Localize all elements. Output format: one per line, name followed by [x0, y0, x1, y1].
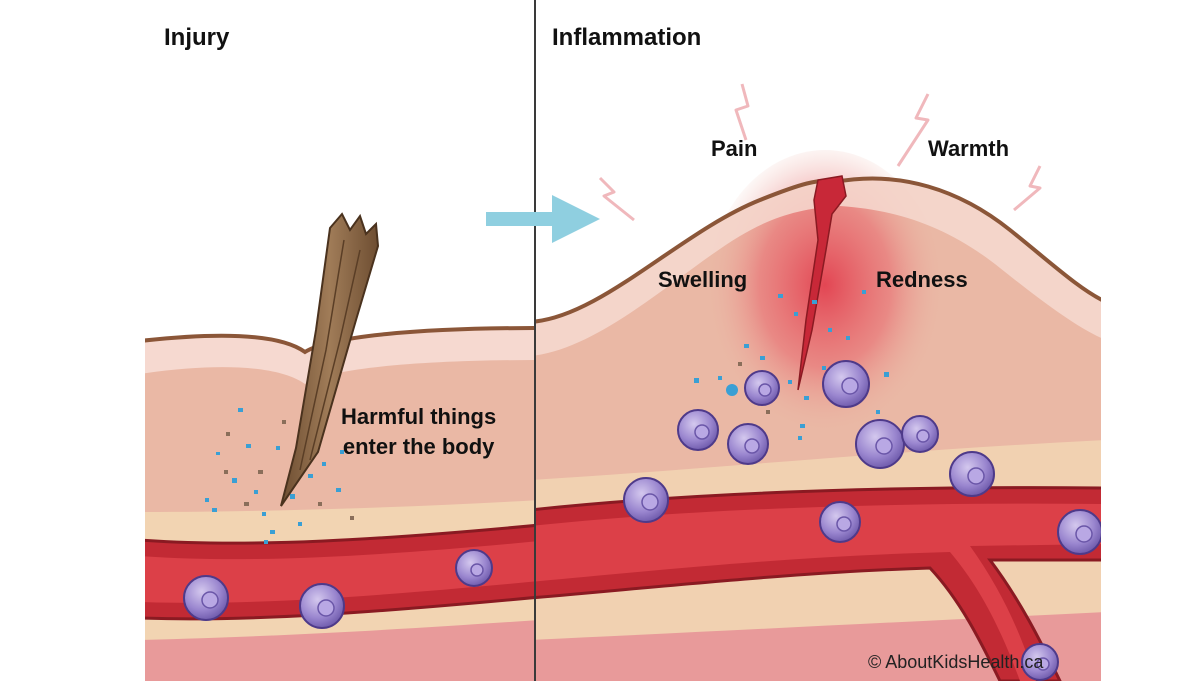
- lightning-icon: [1013, 165, 1042, 212]
- vessel-lumen-right: [535, 503, 1101, 681]
- symptom-warmth: Warmth: [928, 136, 1010, 161]
- immune-cell: [1021, 643, 1059, 681]
- deep-tissue-right: [535, 612, 1101, 681]
- copyright-credit: © AboutKidsHealth.ca: [868, 652, 1044, 672]
- immune-cell: [299, 583, 345, 629]
- immune-cell: [455, 549, 493, 587]
- immune-cell: [623, 477, 669, 523]
- harmful-particles: [694, 290, 889, 440]
- immune-cell: [677, 409, 719, 451]
- immune-cell: [744, 370, 780, 406]
- skin-surface-left: [145, 326, 534, 355]
- immune-cell: [1057, 509, 1101, 555]
- splinter: [280, 212, 380, 507]
- injury-caption: Harmful things enter the body: [341, 402, 496, 462]
- harmful-particles: [205, 408, 354, 544]
- left-margin: [0, 0, 145, 681]
- inflammation-title: Inflammation: [552, 24, 702, 51]
- lightning-icon: [734, 83, 750, 141]
- immune-cell: [727, 423, 769, 465]
- lightning-icon: [598, 176, 635, 222]
- inflammation-panel: [535, 150, 1101, 681]
- wound-opening: [797, 175, 847, 391]
- immune-cell: [949, 451, 995, 497]
- symptom-redness: Redness: [876, 267, 968, 292]
- symptom-swelling: Swelling: [658, 267, 748, 292]
- immune-cell: [855, 419, 905, 469]
- immune-cell: [183, 575, 229, 621]
- injury-title: Injury: [164, 24, 230, 51]
- arrow-right-icon: [486, 195, 600, 243]
- injury-caption-line-1: Harmful things: [341, 404, 497, 429]
- immune-cell: [819, 501, 861, 543]
- vessel-lumen-left: [145, 541, 534, 603]
- injury-caption-line-2: enter the body: [342, 434, 495, 459]
- immune-cell: [822, 360, 870, 408]
- deep-tissue-left: [145, 620, 534, 681]
- injury-panel: [145, 212, 534, 681]
- right-margin: [1101, 0, 1200, 681]
- lightning-icon: [896, 93, 930, 167]
- immune-cell: [901, 415, 939, 453]
- symptom-pain: Pain: [711, 136, 758, 161]
- epidermis-layer-right: [535, 178, 1101, 356]
